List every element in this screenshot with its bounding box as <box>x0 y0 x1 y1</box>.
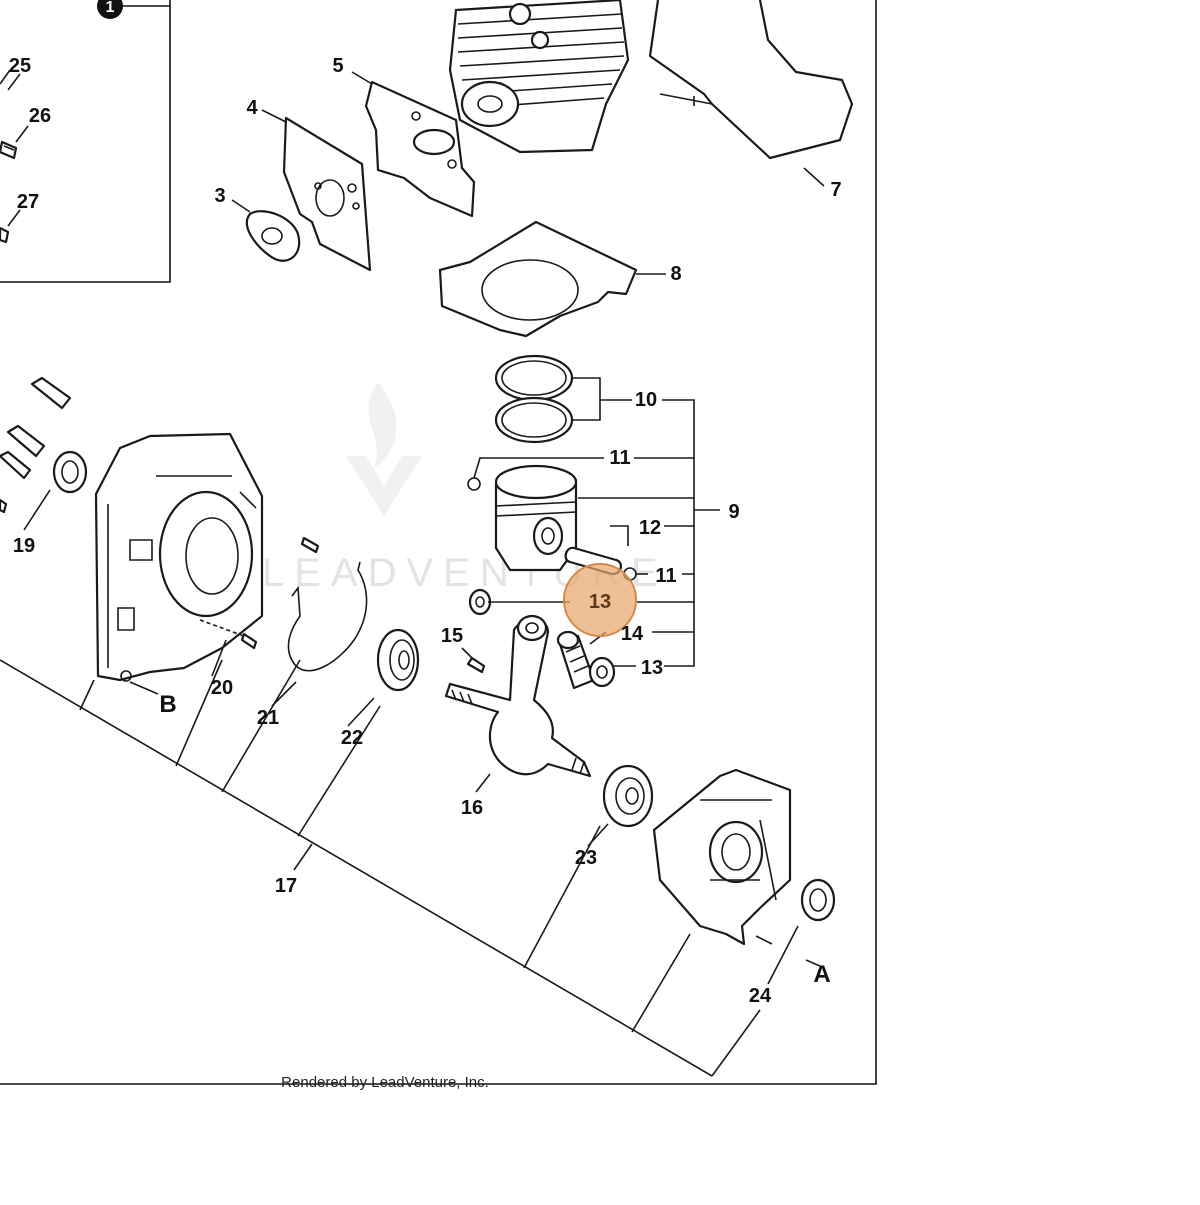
washer-lower <box>588 656 616 688</box>
cylinder-part <box>448 0 630 154</box>
callout-11-upper[interactable]: 11 <box>609 447 630 469</box>
callout-16[interactable]: 16 <box>461 797 483 819</box>
woodruff-key-part <box>466 656 486 674</box>
bearing-left-part <box>376 628 420 692</box>
callout-A[interactable]: A <box>813 961 830 988</box>
leader-lines <box>7 71 825 985</box>
callout-9[interactable]: 9 <box>728 501 739 523</box>
callout-10[interactable]: 10 <box>635 389 657 411</box>
callout-11-lower[interactable]: 11 <box>655 565 676 587</box>
callout-27[interactable]: 27 <box>17 191 39 213</box>
gasket-3-part <box>245 210 301 262</box>
washer-upper <box>468 588 492 616</box>
crankshaft-part <box>444 614 592 778</box>
piston-ring-upper <box>494 354 574 402</box>
callout-13-highlighted[interactable]: 13 <box>589 591 611 613</box>
crankcase-screws <box>0 376 72 514</box>
callout-8[interactable]: 8 <box>670 263 681 285</box>
callout-B[interactable]: B <box>159 691 176 718</box>
callout-24[interactable]: 24 <box>749 985 772 1007</box>
crankcase-left-part <box>94 432 264 682</box>
callout-7[interactable]: 7 <box>830 179 841 201</box>
circlip-left <box>467 477 481 491</box>
shroud-detail <box>659 93 713 106</box>
gasket-4-part <box>282 116 372 272</box>
callout-21[interactable]: 21 <box>257 707 279 729</box>
crankcase-right-part <box>652 768 792 946</box>
inset-bolts <box>0 69 18 244</box>
callout-22[interactable]: 22 <box>341 727 363 749</box>
seal-left-part <box>52 450 88 494</box>
assembly-axis-line <box>0 659 713 1077</box>
callout-5[interactable]: 5 <box>332 55 343 77</box>
callout-19[interactable]: 19 <box>13 535 35 557</box>
shroud-part <box>648 0 854 160</box>
svg-text:1: 1 <box>106 0 115 16</box>
callout-4[interactable]: 4 <box>246 97 258 119</box>
callout-23[interactable]: 23 <box>575 847 597 869</box>
callout-17[interactable]: 17 <box>275 875 297 897</box>
dowel-pin-upper <box>300 536 320 554</box>
callout-25[interactable]: 25 <box>9 55 31 77</box>
axis-ties <box>79 659 761 1077</box>
seal-right-part <box>800 878 836 922</box>
needle-bearing-part <box>556 630 596 690</box>
callout-15[interactable]: 15 <box>441 625 463 647</box>
dowel-pin-lower <box>240 632 258 650</box>
bearing-right-part <box>602 764 654 828</box>
highlight-marker <box>563 563 637 637</box>
piston-part <box>494 464 578 572</box>
crankcase-gasket-part <box>287 561 368 672</box>
piston-ring-lower <box>494 396 574 444</box>
render-credit: Rendered by LeadVenture, Inc. <box>281 1074 489 1091</box>
callout-14[interactable]: 14 <box>621 623 644 645</box>
inset-box <box>0 0 171 283</box>
diagram-frame <box>0 0 877 1085</box>
callout-20[interactable]: 20 <box>211 677 233 699</box>
watermark-logo <box>346 382 422 516</box>
callout-3[interactable]: 3 <box>214 185 225 207</box>
callout-1-badge: 1 <box>97 0 123 19</box>
gasket-5-hole <box>412 128 456 156</box>
callout-26[interactable]: 26 <box>29 105 51 127</box>
callout-13-lower[interactable]: 13 <box>641 657 663 679</box>
callout-12[interactable]: 12 <box>639 517 661 539</box>
base-gasket-part <box>438 220 638 338</box>
